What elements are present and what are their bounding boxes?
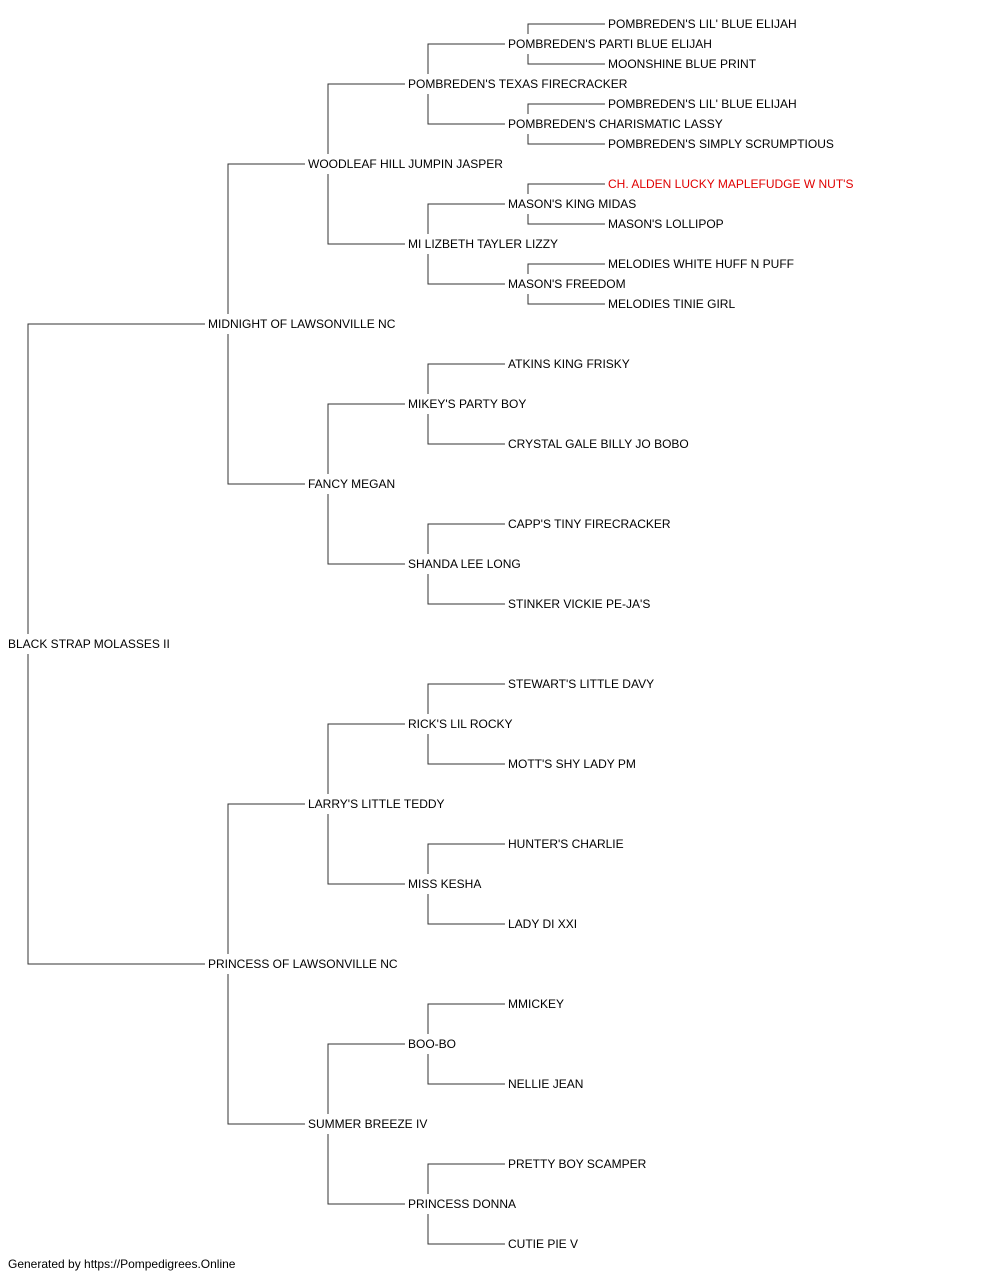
- sire-connector-gen4-mason-s-king-midas: [527, 183, 605, 194]
- sire-connector-gen3-pombreden-s-texas-firecracker: [427, 43, 505, 74]
- sire-connector-gen1-midnight-of-lawsonville-nc: [227, 163, 305, 314]
- dam-connector-gen4-mason-s-freedom: [527, 294, 605, 305]
- dam-connector-gen3-boo-bo: [427, 1054, 505, 1085]
- sire-connector-gen2-summer-breeze-iv: [327, 1043, 405, 1114]
- pedigree-entry-gen5-mason-s-lollipop[interactable]: MASON'S LOLLIPOP: [608, 217, 724, 231]
- pedigree-entry-gen5-pombreden-s-simply-scrumptious[interactable]: POMBREDEN'S SIMPLY SCRUMPTIOUS: [608, 137, 834, 151]
- sire-connector-gen4-pombreden-s-parti-blue-elijah: [527, 23, 605, 34]
- pedigree-entry-gen4-cutie-pie-v[interactable]: CUTIE PIE V: [508, 1237, 578, 1251]
- dam-connector-gen3-miss-kesha: [427, 894, 505, 925]
- generated-by-footer: Generated by https://Pompedigrees.Online: [8, 1257, 236, 1271]
- pedigree-entry-gen5-melodies-tinie-girl[interactable]: MELODIES TINIE GIRL: [608, 297, 735, 311]
- dam-connector-gen2-woodleaf-hill-jumpin-jasper: [327, 174, 405, 245]
- sire-connector-gen4-mason-s-freedom: [527, 263, 605, 274]
- pedigree-entry-gen3-rick-s-lil-rocky[interactable]: RICK'S LIL ROCKY: [408, 717, 513, 731]
- pedigree-entry-gen1-princess-of-lawsonville-nc[interactable]: PRINCESS OF LAWSONVILLE NC: [208, 957, 398, 971]
- pedigree-entry-gen3-mikey-s-party-boy[interactable]: MIKEY'S PARTY BOY: [408, 397, 526, 411]
- dam-connector-gen2-fancy-megan: [327, 494, 405, 565]
- sire-connector-gen0-black-strap-molasses-ii: [27, 323, 205, 634]
- pedigree-entry-gen4-stewart-s-little-davy[interactable]: STEWART'S LITTLE DAVY: [508, 677, 654, 691]
- pedigree-entry-gen4-pombreden-s-charismatic-lassy[interactable]: POMBREDEN'S CHARISMATIC LASSY: [508, 117, 723, 131]
- pedigree-entry-gen4-pombreden-s-parti-blue-elijah[interactable]: POMBREDEN'S PARTI BLUE ELIJAH: [508, 37, 712, 51]
- pedigree-entry-gen5-pombreden-s-lil-blue-elijah[interactable]: POMBREDEN'S LIL' BLUE ELIJAH: [608, 17, 797, 31]
- pedigree-entry-gen4-lady-di-xxi[interactable]: LADY DI XXI: [508, 917, 577, 931]
- pedigree-entry-gen5-ch-alden-lucky-maplefudge-w-nut-s[interactable]: CH. ALDEN LUCKY MAPLEFUDGE W NUT'S: [608, 177, 853, 191]
- pedigree-entry-gen2-summer-breeze-iv[interactable]: SUMMER BREEZE IV: [308, 1117, 427, 1131]
- pedigree-entry-gen3-miss-kesha[interactable]: MISS KESHA: [408, 877, 481, 891]
- dam-connector-gen2-larry-s-little-teddy: [327, 814, 405, 885]
- pedigree-entry-gen3-pombreden-s-texas-firecracker[interactable]: POMBREDEN'S TEXAS FIRECRACKER: [408, 77, 628, 91]
- dam-connector-gen2-summer-breeze-iv: [327, 1134, 405, 1205]
- dam-connector-gen1-princess-of-lawsonville-nc: [227, 974, 305, 1125]
- dam-connector-gen3-mi-lizbeth-tayler-lizzy: [427, 254, 505, 285]
- sire-connector-gen3-mikey-s-party-boy: [427, 363, 505, 394]
- sire-connector-gen4-pombreden-s-charismatic-lassy: [527, 103, 605, 114]
- dam-connector-gen3-shanda-lee-long: [427, 574, 505, 605]
- dam-connector-gen0-black-strap-molasses-ii: [27, 654, 205, 965]
- sire-connector-gen2-larry-s-little-teddy: [327, 723, 405, 794]
- dam-connector-gen4-pombreden-s-parti-blue-elijah: [527, 54, 605, 65]
- pedigree-entry-gen4-mason-s-freedom[interactable]: MASON'S FREEDOM: [508, 277, 626, 291]
- pedigree-entry-gen4-mott-s-shy-lady-pm[interactable]: MOTT'S SHY LADY PM: [508, 757, 636, 771]
- dam-connector-gen3-princess-donna: [427, 1214, 505, 1245]
- pedigree-entry-gen4-mason-s-king-midas[interactable]: MASON'S KING MIDAS: [508, 197, 636, 211]
- sire-connector-gen3-miss-kesha: [427, 843, 505, 874]
- pedigree-entry-gen4-atkins-king-frisky[interactable]: ATKINS KING FRISKY: [508, 357, 630, 371]
- sire-connector-gen2-fancy-megan: [327, 403, 405, 474]
- dam-connector-gen3-mikey-s-party-boy: [427, 414, 505, 445]
- pedigree-entry-gen4-nellie-jean[interactable]: NELLIE JEAN: [508, 1077, 583, 1091]
- pedigree-entry-gen2-larry-s-little-teddy[interactable]: LARRY'S LITTLE TEDDY: [308, 797, 445, 811]
- pedigree-entry-gen5-pombreden-s-lil-blue-elijah[interactable]: POMBREDEN'S LIL' BLUE ELIJAH: [608, 97, 797, 111]
- sire-connector-gen3-rick-s-lil-rocky: [427, 683, 505, 714]
- pedigree-entry-gen3-mi-lizbeth-tayler-lizzy[interactable]: MI LIZBETH TAYLER LIZZY: [408, 237, 558, 251]
- sire-connector-gen1-princess-of-lawsonville-nc: [227, 803, 305, 954]
- dam-connector-gen1-midnight-of-lawsonville-nc: [227, 334, 305, 485]
- dam-connector-gen3-rick-s-lil-rocky: [427, 734, 505, 765]
- pedigree-entry-gen2-fancy-megan[interactable]: FANCY MEGAN: [308, 477, 395, 491]
- pedigree-entry-gen0-black-strap-molasses-ii[interactable]: BLACK STRAP MOLASSES II: [8, 637, 170, 651]
- sire-connector-gen3-mi-lizbeth-tayler-lizzy: [427, 203, 505, 234]
- pedigree-entry-gen4-stinker-vickie-pe-ja-s[interactable]: STINKER VICKIE PE-JA'S: [508, 597, 650, 611]
- pedigree-entry-gen4-capp-s-tiny-firecracker[interactable]: CAPP'S TINY FIRECRACKER: [508, 517, 671, 531]
- sire-connector-gen3-shanda-lee-long: [427, 523, 505, 554]
- pedigree-entry-gen3-boo-bo[interactable]: BOO-BO: [408, 1037, 456, 1051]
- pedigree-entry-gen3-shanda-lee-long[interactable]: SHANDA LEE LONG: [408, 557, 521, 571]
- sire-connector-gen3-boo-bo: [427, 1003, 505, 1034]
- pedigree-entry-gen2-woodleaf-hill-jumpin-jasper[interactable]: WOODLEAF HILL JUMPIN JASPER: [308, 157, 503, 171]
- sire-connector-gen3-princess-donna: [427, 1163, 505, 1194]
- pedigree-entry-gen3-princess-donna[interactable]: PRINCESS DONNA: [408, 1197, 516, 1211]
- pedigree-entry-gen4-crystal-gale-billy-jo-bobo[interactable]: CRYSTAL GALE BILLY JO BOBO: [508, 437, 689, 451]
- pedigree-entry-gen4-hunter-s-charlie[interactable]: HUNTER'S CHARLIE: [508, 837, 624, 851]
- dam-connector-gen3-pombreden-s-texas-firecracker: [427, 94, 505, 125]
- sire-connector-gen2-woodleaf-hill-jumpin-jasper: [327, 83, 405, 154]
- pedigree-entry-gen4-pretty-boy-scamper[interactable]: PRETTY BOY SCAMPER: [508, 1157, 647, 1171]
- dam-connector-gen4-mason-s-king-midas: [527, 214, 605, 225]
- pedigree-entry-gen5-moonshine-blue-print[interactable]: MOONSHINE BLUE PRINT: [608, 57, 757, 71]
- pedigree-entry-gen5-melodies-white-huff-n-puff[interactable]: MELODIES WHITE HUFF N PUFF: [608, 257, 794, 271]
- pedigree-entry-gen4-mmickey[interactable]: MMICKEY: [508, 997, 564, 1011]
- pedigree-entry-gen1-midnight-of-lawsonville-nc[interactable]: MIDNIGHT OF LAWSONVILLE NC: [208, 317, 396, 331]
- dam-connector-gen4-pombreden-s-charismatic-lassy: [527, 134, 605, 145]
